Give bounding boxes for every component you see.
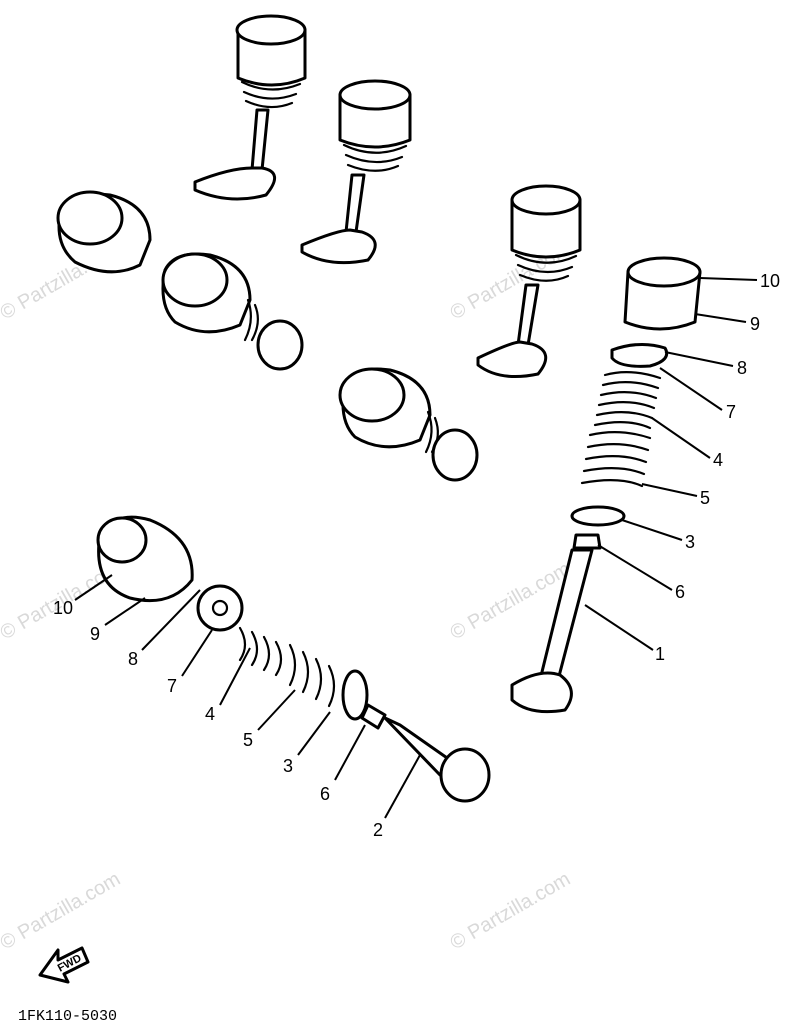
callouts-right: 10 9 8 7 4 5 3 6 1 (584, 271, 780, 664)
callout-label: 8 (128, 649, 138, 669)
valve-assembly (300, 79, 412, 265)
callout-label: 9 (750, 314, 760, 334)
callout-label: 2 (373, 820, 383, 840)
callout-label: 4 (713, 450, 723, 470)
callout-label: 3 (685, 532, 695, 552)
fwd-arrow: FWD (38, 946, 90, 984)
callout-label: 6 (320, 784, 330, 804)
diagram-code: 1FK110-5030 (18, 1008, 117, 1025)
callout-label: 4 (205, 704, 215, 724)
callout-label: 10 (760, 271, 780, 291)
valve-assembly (56, 190, 304, 371)
valve-assembly (338, 367, 479, 482)
callout-label: 7 (167, 676, 177, 696)
valve-exploded-left (96, 515, 491, 803)
callout-label: 9 (90, 624, 100, 644)
valve-assembly (476, 184, 582, 379)
callout-label: 5 (700, 488, 710, 508)
callout-label: 5 (243, 730, 253, 750)
callout-label: 7 (726, 402, 736, 422)
watermark: © Partzilla.com (0, 868, 124, 954)
callout-label: 1 (655, 644, 665, 664)
callout-label: 8 (737, 358, 747, 378)
callouts-left: 10 9 8 7 4 5 3 6 2 (53, 574, 421, 840)
callout-label: 10 (53, 598, 73, 618)
callout-label: 6 (675, 582, 685, 602)
callout-label: 3 (283, 756, 293, 776)
watermark: © Partzilla.com (447, 868, 575, 954)
valve-assembly (193, 14, 307, 201)
valve-exploded-right (510, 256, 702, 714)
